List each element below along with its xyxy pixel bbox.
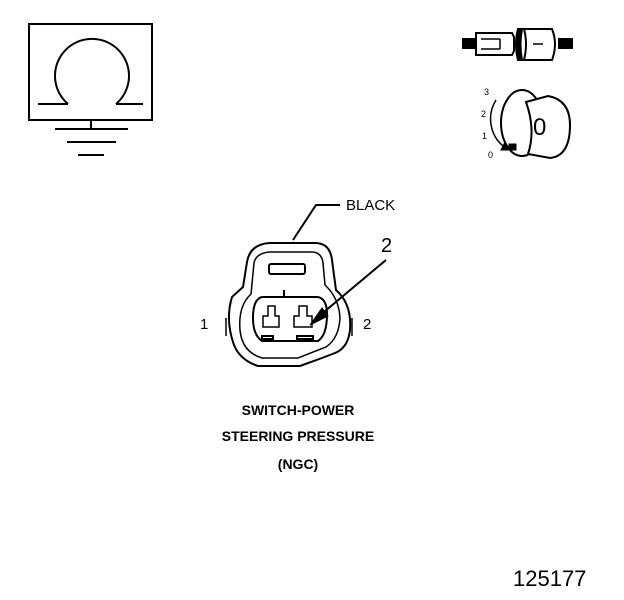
pin-1-label: 1	[200, 316, 209, 333]
key-position-3: 3	[484, 87, 490, 97]
connector-cavity	[251, 296, 329, 342]
caption-line-3: (NGC)	[277, 456, 319, 472]
callout-number: 2	[381, 235, 393, 257]
key-position-0: 0	[488, 150, 494, 160]
wire-color-label: BLACK	[346, 197, 396, 214]
key-position-2: 2	[481, 109, 487, 119]
fuse-icon	[462, 28, 573, 61]
ignition-key-label: 0	[533, 114, 547, 141]
connector-face	[225, 242, 353, 367]
caption-line-2: STEERING PRESSURE	[221, 428, 375, 444]
connector-latch	[268, 263, 306, 275]
ground-icon	[55, 120, 128, 156]
connector-outer-shell	[228, 242, 352, 367]
pressure-switch-symbol-icon	[28, 23, 153, 121]
wire-color-leader	[292, 204, 340, 241]
callout-arrow	[309, 259, 387, 326]
figure-number: 125177	[513, 566, 587, 591]
terminal-1	[262, 305, 280, 328]
connector-inner-shell	[238, 251, 341, 359]
ignition-key-icon	[489, 89, 572, 160]
pin-2-label: 2	[363, 316, 372, 333]
terminal-2	[293, 305, 313, 328]
caption-line-1: SWITCH-POWER	[241, 402, 355, 418]
key-position-1: 1	[482, 131, 488, 141]
